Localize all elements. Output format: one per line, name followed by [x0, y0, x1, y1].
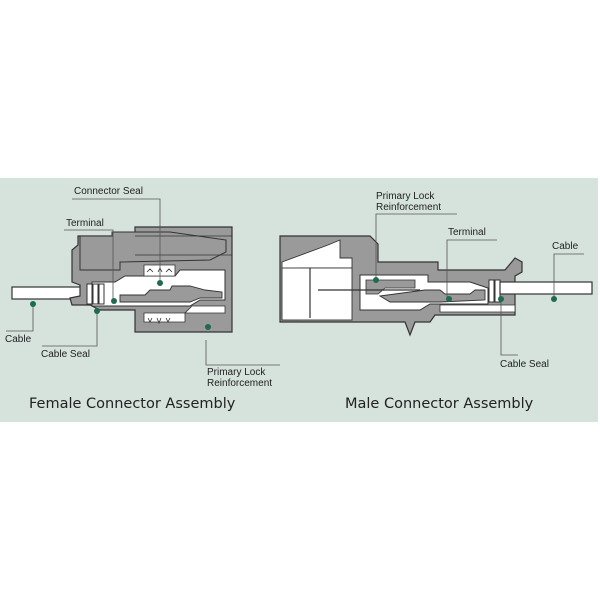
male-label-terminal: Terminal	[448, 227, 486, 238]
male-cable	[499, 281, 593, 295]
male-label-cable: Cable	[552, 241, 579, 252]
female-latch	[79, 231, 227, 271]
male-callout-dots	[373, 277, 557, 302]
male-terminal	[378, 289, 486, 303]
female-assembly-title: Female Connector Assembly	[29, 396, 236, 412]
female-connector-seal-lower	[143, 312, 186, 323]
female-terminal	[119, 285, 223, 303]
female-label-connector-seal: Connector Seal	[74, 186, 143, 197]
male-label-cable-seal: Cable Seal	[500, 359, 549, 370]
female-callout-dots	[30, 280, 211, 330]
female-connector	[6, 198, 280, 366]
female-label-reinforcement: Reinforcement	[207, 378, 273, 389]
female-connector-seal-upper	[143, 264, 176, 277]
male-assembly-title: Male Connector Assembly	[345, 396, 534, 412]
female-label-cable-seal: Cable Seal	[41, 349, 90, 360]
female-label-primary-lock: Primary Lock	[207, 367, 266, 378]
male-label-primary-lock: Primary Lock	[376, 191, 435, 202]
male-label-reinforcement: Reinforcement	[376, 202, 442, 213]
female-cable-seal-rings	[86, 283, 105, 305]
male-connector	[279, 213, 593, 356]
female-label-terminal: Terminal	[66, 218, 104, 229]
female-label-cable: Cable	[5, 334, 32, 345]
